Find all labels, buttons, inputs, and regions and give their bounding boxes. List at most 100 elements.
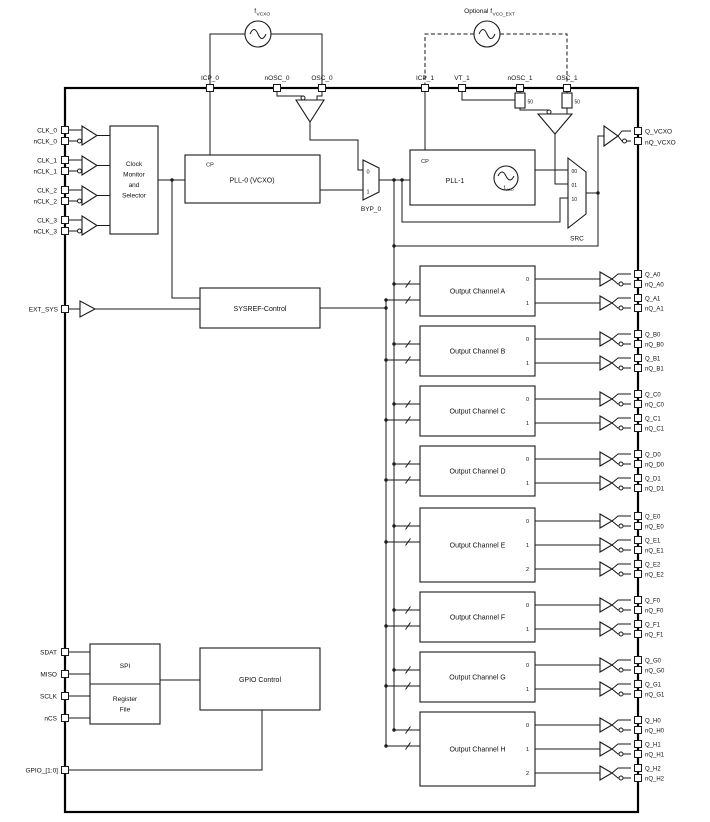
- pin-label-Q_C0: Q_C0: [645, 393, 661, 399]
- inversion-bubble: [622, 138, 627, 144]
- pin-label-Q_H1: Q_H1: [645, 743, 661, 749]
- junction-dot: [384, 540, 388, 544]
- pin-label-nQ_A0: nQ_A0: [645, 283, 664, 289]
- clk-input-buffer: [81, 215, 99, 236]
- pin-label-CLK_3: CLK_3: [37, 218, 57, 225]
- src-input00-label: 00: [572, 169, 578, 175]
- pin-label-nCLK_2: nCLK_2: [34, 199, 58, 206]
- wire-output-n: [611, 748, 631, 755]
- byp0-input0-label: 0: [366, 170, 369, 176]
- junction-dot: [392, 244, 396, 248]
- clock-monitor-block: [109, 125, 159, 235]
- osc-left-label-sub: VCXO: [257, 12, 271, 18]
- pin-label-Q_H0: Q_H0: [645, 719, 661, 725]
- pin-ICP_1: [421, 84, 429, 92]
- bus-width-slash: [405, 280, 411, 288]
- byp0-mux: [362, 159, 380, 201]
- fvco-label: f: [504, 186, 506, 192]
- pin-nQ_H2: [634, 774, 642, 782]
- wire-vcoext-to-icp1: [424, 33, 474, 85]
- inversion-bubble: [618, 341, 624, 347]
- pin-label-Q_F1: Q_F1: [645, 623, 661, 629]
- pin-label-EXT_SYS: EXT_SYS: [29, 307, 59, 314]
- sine-icon: [478, 29, 496, 39]
- sysref-control-label: SYSREF-Control: [234, 306, 287, 313]
- bus-width-slash: [405, 742, 411, 750]
- pin-label-nQ_C0: nQ_C0: [645, 403, 665, 409]
- wire-gpiopin-to-gpioblock: [68, 710, 263, 771]
- inversion-bubble: [618, 571, 624, 577]
- junction-dot: [384, 624, 388, 628]
- junction-dot: [392, 728, 396, 732]
- clock-monitor-label-2: Monitor: [123, 172, 146, 179]
- pin-MISO: [61, 670, 69, 678]
- junction-dot: [392, 178, 396, 182]
- pin-nCLK_0: [61, 137, 69, 145]
- output-index-label: 1: [526, 687, 529, 693]
- pin-label-Q_H2: Q_H2: [645, 767, 661, 773]
- fvco-label-sub: VCO: [506, 188, 514, 192]
- pin-label-Q_E1: Q_E1: [645, 539, 661, 545]
- pin-nQ_F0: [634, 606, 642, 614]
- pin-Q_C0: [634, 390, 642, 398]
- junction-dot: [392, 282, 396, 286]
- pin-label-SCLK: SCLK: [40, 694, 58, 701]
- output-index-label: 2: [526, 567, 529, 573]
- output-driver-buffer: [599, 681, 614, 697]
- wire-output-n: [611, 422, 631, 429]
- resistor-value-label: 50: [575, 100, 581, 106]
- wire-output-p: [611, 333, 631, 340]
- output-driver-buffer: [599, 561, 614, 577]
- bus-width-slash: [405, 666, 411, 674]
- pin-label-nQ_E2: nQ_E2: [645, 573, 664, 579]
- pin-ICP_0: [206, 84, 214, 92]
- wire-output-n: [611, 772, 631, 779]
- pin-EXT_SYS: [61, 305, 69, 313]
- pin-label-nQ_E1: nQ_E1: [645, 549, 664, 555]
- output-driver-buffer: [599, 765, 614, 781]
- wire-vcxo-to-osc0: [271, 33, 323, 85]
- pin-Q_A0: [634, 270, 642, 278]
- pin-label-Q_E2: Q_E2: [645, 563, 661, 569]
- pin-nCLK_3: [61, 227, 69, 235]
- output-index-label: 2: [526, 771, 529, 777]
- output-index-label: 0: [526, 337, 529, 343]
- qvcxo-output-buffer: [603, 124, 619, 148]
- wire-output-n: [611, 628, 631, 635]
- output-index-label: 1: [526, 543, 529, 549]
- wire-output-n: [611, 302, 631, 309]
- pin-label-nQ_G1: nQ_G1: [645, 693, 665, 699]
- pin-nQ_A1: [634, 304, 642, 312]
- inversion-bubble: [618, 461, 624, 467]
- pin-label-MISO: MISO: [40, 672, 57, 679]
- register-file-label-1: Register: [113, 696, 138, 703]
- junction-dot: [596, 191, 600, 195]
- channel-label: Output Channel D: [449, 469, 505, 476]
- pll0-label: PLL-0 (VCXO): [229, 178, 274, 185]
- pin-label-Q_B0: Q_B0: [645, 333, 661, 339]
- channel-block: [419, 711, 536, 787]
- pin-nQ_E0: [634, 522, 642, 530]
- osc-right-label: Optional f: [464, 8, 492, 15]
- byp0-label: BYP_0: [361, 206, 382, 213]
- bus-width-slash: [405, 400, 411, 408]
- pin-nQ_A0: [634, 280, 642, 288]
- wire-output-p: [611, 453, 631, 460]
- pin-Q_H0: [634, 716, 642, 724]
- pin-label-nCLK_1: nCLK_1: [34, 169, 58, 176]
- output-driver-buffer: [599, 717, 614, 733]
- termination-resistor-1: [514, 92, 526, 109]
- pin-label-OSC_1: OSC_1: [556, 75, 578, 82]
- wire-output-p: [611, 683, 631, 690]
- inversion-bubble: [546, 109, 552, 115]
- clk-input-buffer: [81, 125, 99, 146]
- src-label: SRC: [570, 236, 584, 243]
- pin-label-GPIO: GPIO_[1:0]: [25, 768, 58, 775]
- spi-label: SPI: [120, 663, 131, 670]
- wire-output-p: [611, 393, 631, 400]
- inversion-bubble: [618, 727, 624, 733]
- pll0-block: [184, 154, 321, 204]
- wire-output-p: [611, 297, 631, 304]
